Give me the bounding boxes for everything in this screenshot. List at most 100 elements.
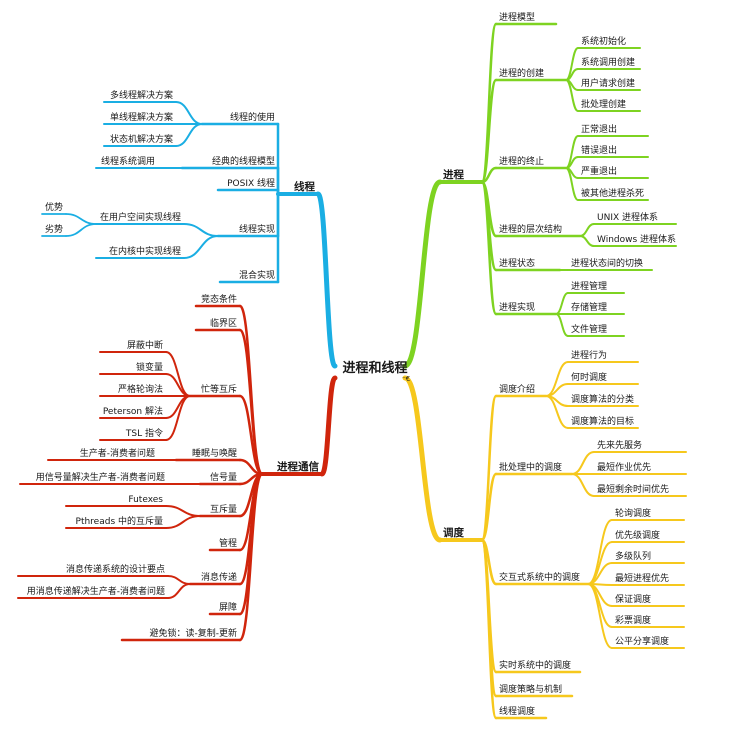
mind-map-connectors (17, 22, 687, 720)
thread-leaf-0-0: 多线程解决方案 (110, 89, 173, 101)
thread-node-2: POSIX 线程 (227, 177, 275, 189)
thread-node-4: 混合实现 (239, 269, 275, 281)
thread-trunk (315, 191, 338, 369)
sched-branch: 调度 (443, 526, 464, 539)
sched-leaf-0-2: 调度算法的分类 (571, 393, 634, 405)
ipc-leaf-2-0: 屏蔽中断 (127, 339, 163, 351)
sched-leaf-2-1: 优先级调度 (615, 529, 660, 541)
sched-node-2: 交互式系统中的调度 (499, 571, 580, 583)
ipc-node-8: 屏障 (219, 601, 237, 613)
process-trunk (402, 179, 443, 369)
process-node-0: 进程模型 (499, 12, 535, 23)
process-node-3: 进程的层次结构 (499, 223, 562, 235)
thread-leaf-3-0: 在用户空间实现线程 (100, 211, 181, 223)
ipc-node-2: 忙等互斥 (201, 383, 237, 395)
thread-leaf-0-2-link (175, 123, 203, 147)
ipc-leaf-5-1: Pthreads 中的互斥量 (76, 515, 163, 527)
root-badge: ⁻€ (402, 375, 410, 383)
process-leaf-1-1-link (565, 68, 579, 81)
process-leaf-2-3: 被其他进程杀死 (581, 187, 644, 199)
sched-leaf-2-6-link (587, 583, 613, 649)
ipc-branch: 进程通信 (277, 460, 319, 473)
ipc-leaf-2-3: Peterson 解法 (103, 405, 163, 417)
sched-node-4: 调度策略与机制 (499, 683, 562, 695)
sched-leaf-2-5: 彩票调度 (615, 614, 651, 626)
process-node-2: 进程的终止 (499, 155, 544, 167)
thread-leaf-3-1: 在内核中实现线程 (109, 245, 181, 257)
thread-leaf2-0-link (65, 213, 97, 225)
process-leaf-2-0: 正常退出 (581, 123, 617, 135)
sched-node-0: 调度介绍 (499, 383, 535, 395)
ipc-node-7: 消息传递 (201, 571, 237, 583)
ipc-leaf-5-1-link (165, 515, 201, 529)
sched-leaf-2-6: 公平分享调度 (615, 635, 669, 647)
thread-node-1: 经典的线程模型 (212, 155, 275, 167)
process-leaf-2-1-link (565, 156, 579, 169)
thread-leaf-0-1: 单线程解决方案 (110, 111, 173, 123)
process-leaf-5-1: 存储管理 (571, 301, 607, 313)
process-node-5: 进程实现 (499, 301, 535, 313)
ipc-leaf-5-0: Futexes (128, 495, 163, 505)
thread-node-3: 线程实现 (239, 223, 275, 235)
sched-leaf-1-1: 最短作业优先 (597, 461, 651, 473)
ipc-node-6: 管程 (219, 537, 237, 549)
ipc-leaf-7-0: 消息传递系统的设计要点 (66, 563, 165, 575)
process-node-0-link (480, 22, 498, 184)
process-node-5-link (480, 180, 498, 316)
ipc-node-1: 临界区 (210, 317, 237, 329)
thread-leaf2-1: 劣势 (45, 223, 63, 235)
process-node-4: 进程状态 (499, 257, 535, 269)
sched-node-3: 实时系统中的调度 (499, 659, 571, 671)
sched-leaf-1-2: 最短剩余时间优先 (597, 483, 669, 495)
process-node-1-link (480, 78, 498, 184)
sched-leaf-2-3: 最短进程优先 (615, 572, 669, 584)
ipc-leaf-7-1-link (167, 583, 191, 599)
sched-leaf-0-3: 调度算法的目标 (571, 415, 634, 427)
process-leaf-3-0: UNIX 进程体系 (597, 211, 658, 223)
thread-branch: 线程 (294, 180, 315, 193)
sched-leaf-2-2: 多级队列 (615, 550, 651, 562)
sched-leaf-2-4: 保证调度 (615, 593, 651, 605)
ipc-leaf-2-1: 锁变量 (136, 361, 163, 373)
sched-leaf-1-2-link (571, 473, 595, 497)
sched-leaf-2-0: 轮询调度 (615, 507, 651, 519)
ipc-leaf-7-0-link (167, 575, 191, 585)
thread-leaf2-0: 优势 (45, 201, 63, 213)
sched-node-5-link (480, 538, 498, 720)
ipc-node-5: 互斥量 (210, 503, 237, 515)
sched-leaf-0-0: 进程行为 (571, 349, 607, 361)
root-title: 进程和线程 (342, 360, 407, 376)
process-leaf-3-1-link (579, 235, 595, 247)
process-leaf-1-1: 系统调用创建 (581, 56, 635, 68)
process-leaf-5-0-link (555, 292, 569, 315)
sched-trunk (402, 375, 443, 543)
process-leaf-2-3-link (565, 167, 579, 201)
ipc-leaf-4-0: 用信号量解决生产者-消费者问题 (36, 471, 165, 483)
ipc-leaf-2-2: 严格轮询法 (118, 383, 163, 395)
process-leaf-5-0: 进程管理 (571, 280, 607, 292)
thread-node-0: 线程的使用 (230, 111, 275, 123)
thread-leaf-3-1-link (183, 235, 219, 259)
thread-leaf-0-2: 状态机解决方案 (110, 133, 173, 145)
ipc-node-0: 竞态条件 (201, 293, 237, 305)
ipc-trunk (319, 375, 338, 477)
ipc-node-9-link (238, 472, 264, 642)
process-leaf-5-2-link (555, 313, 569, 337)
ipc-leaf-2-4: TSL 指令 (125, 427, 163, 439)
ipc-leaf-7-1: 用消息传递解决生产者-消费者问题 (27, 585, 165, 597)
process-leaf-2-2: 严重退出 (581, 165, 617, 177)
process-leaf-1-3: 批处理创建 (581, 98, 626, 110)
ipc-leaf-5-0-link (165, 505, 201, 517)
process-leaf-1-2: 用户请求创建 (581, 77, 635, 89)
sched-leaf-0-1: 何时调度 (571, 371, 607, 383)
sched-leaf-1-0: 先来先服务 (597, 439, 642, 451)
process-leaf-1-3-link (565, 79, 579, 112)
thread-leaf-3-0-link (183, 223, 219, 237)
ipc-node-9: 避免锁：读-复制-更新 (150, 627, 238, 639)
sched-leaf-1-0-link (571, 451, 595, 475)
sched-leaf-0-3-link (545, 395, 569, 429)
ipc-node-3: 睡眠与唤醒 (192, 447, 237, 459)
process-leaf-3-1: Windows 进程体系 (597, 233, 676, 245)
mind-map-labels: 进程和线程⁻€进程进程模型进程的创建系统初始化系统调用创建用户请求创建批处理创建… (27, 12, 676, 717)
